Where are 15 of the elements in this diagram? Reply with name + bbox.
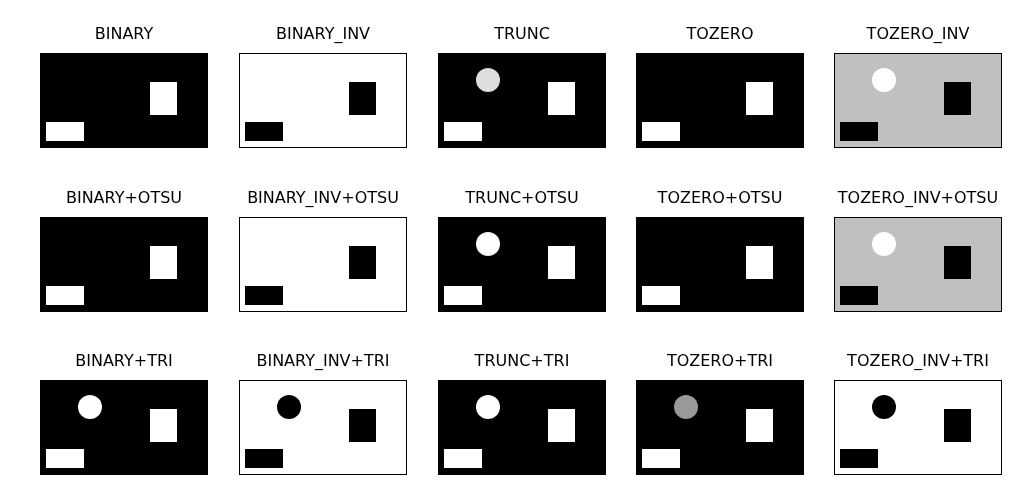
panel-title: BINARY_INV+OTSU xyxy=(247,188,399,207)
panel-title: BINARY+OTSU xyxy=(65,188,183,207)
panel-title: BINARY+TRI xyxy=(75,351,173,370)
panel-title: BINARY_INV+TRI xyxy=(256,351,390,370)
panel-title: TOZERO xyxy=(686,24,754,43)
panel-title: TOZERO+OTSU xyxy=(657,188,783,207)
panel-title: TOZERO_INV+OTSU xyxy=(837,188,999,207)
panel-title: TRUNC xyxy=(494,24,550,43)
panel-title: BINARY xyxy=(94,24,154,43)
panel-title: BINARY_INV xyxy=(275,24,371,43)
panel-title: TOZERO_INV xyxy=(866,24,970,43)
panel-title: TRUNC+OTSU xyxy=(465,188,579,207)
panel-title: TOZERO_INV+TRI xyxy=(847,351,989,370)
panel-title: TOZERO+TRI xyxy=(666,351,774,370)
panel-title: TRUNC+TRI xyxy=(474,351,570,370)
